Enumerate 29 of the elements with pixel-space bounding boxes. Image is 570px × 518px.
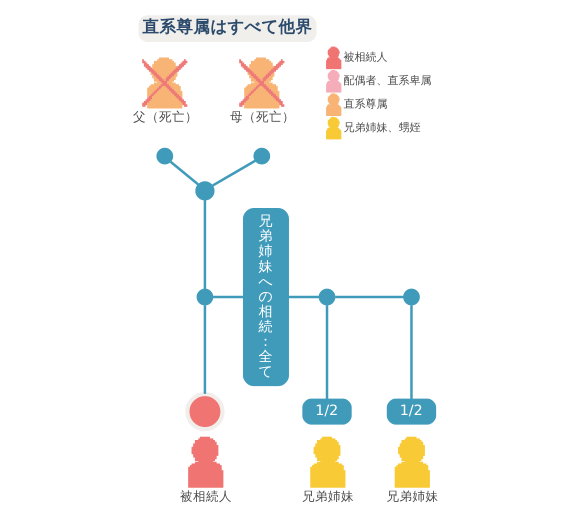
node-circle (185, 392, 225, 432)
node-box: 1/2 (386, 398, 436, 425)
diagram-title: 直系尊属はすべて他界 (142, 16, 313, 36)
legend-label: 配偶者、直系卑属 (344, 74, 432, 88)
legend-label: 被相続人 (344, 50, 388, 64)
node-label: 父（死亡） (133, 109, 198, 124)
legend-label: 直系尊属 (344, 98, 388, 111)
node-label: 母（死亡） (230, 109, 296, 124)
node-label: 被相続人 (180, 488, 232, 504)
node-label: 兄弟姉妹 (386, 488, 438, 504)
connector (335, 296, 404, 298)
connector (204, 200, 206, 289)
node-label: 兄弟姉妹 (302, 488, 354, 504)
connector (288, 296, 319, 298)
connector (326, 305, 328, 399)
connector (204, 305, 206, 394)
legend-label: 兄弟姉妹、甥姪 (344, 120, 421, 134)
connector (410, 305, 413, 399)
node-circle (196, 288, 214, 306)
node-box: 1/2 (302, 398, 352, 425)
node-circle (253, 148, 270, 164)
connector (212, 160, 256, 186)
node-box: 兄弟姉妹への相続：全て (242, 208, 289, 386)
connector (213, 296, 244, 298)
connector (170, 160, 199, 186)
node-circle (195, 181, 215, 200)
node-circle (403, 288, 420, 306)
node-circle (156, 148, 174, 164)
node-circle (318, 288, 336, 306)
